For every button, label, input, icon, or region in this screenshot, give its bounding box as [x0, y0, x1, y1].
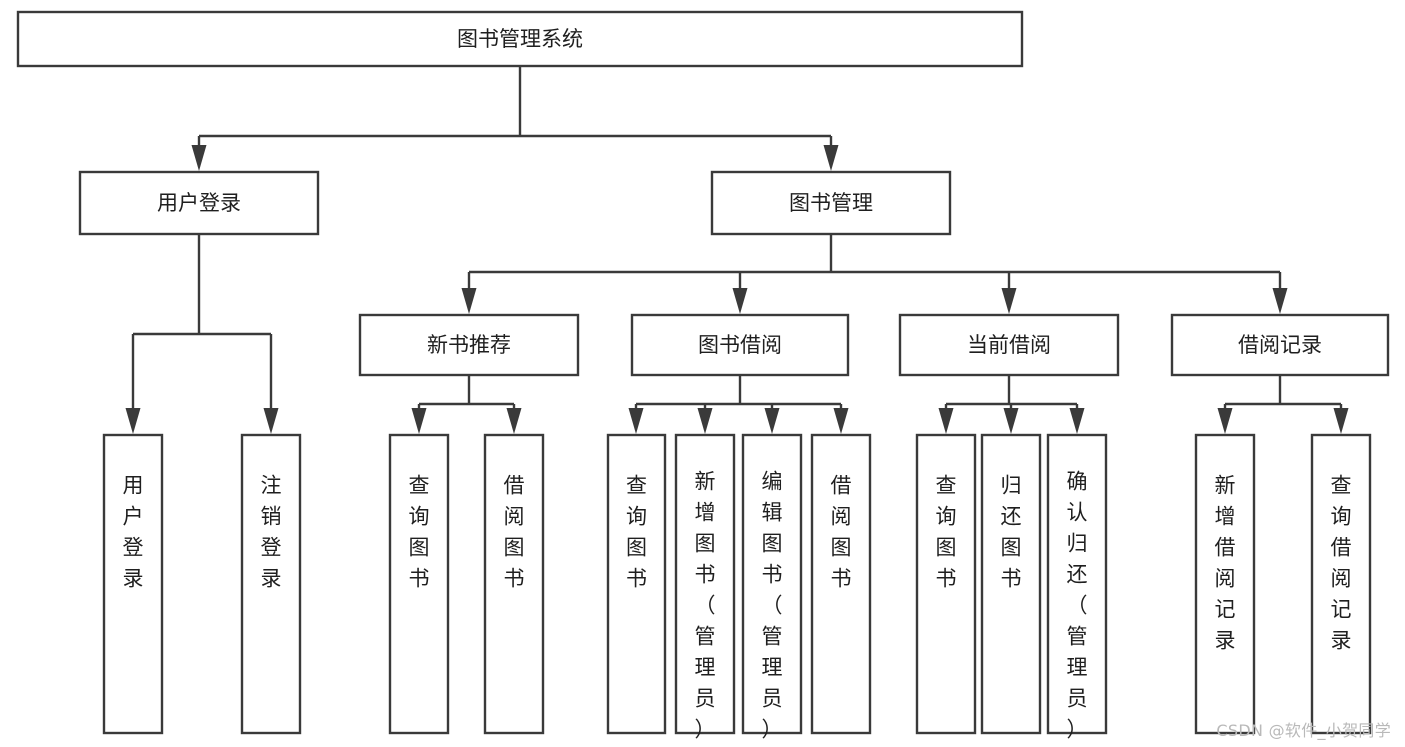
- node-rect[interactable]: [102, 433, 164, 735]
- node-root-图书管理系统[interactable]: 图书管理系统: [16, 10, 1024, 68]
- node-label: 查询图书: [626, 473, 647, 590]
- node-rect[interactable]: [388, 433, 450, 735]
- node-book-borrow[interactable]: 图书借阅: [630, 313, 850, 377]
- node-rect[interactable]: [1310, 433, 1372, 735]
- connector-current-borrow-bus: [938, 375, 1085, 434]
- arrow-head: [697, 408, 713, 434]
- node-label: 查询借阅记录: [1331, 473, 1352, 652]
- node-rect[interactable]: [710, 170, 952, 236]
- node-rect[interactable]: [1170, 313, 1390, 377]
- connector-borrow-record-bus: [1217, 375, 1349, 434]
- arrow-head: [1272, 288, 1288, 314]
- node-leaf-query-book-1[interactable]: 查询图书: [388, 433, 450, 735]
- arrow-head: [833, 408, 849, 434]
- node-label: 新增图书（管理员）: [695, 469, 716, 741]
- node-user-login[interactable]: 用户登录: [78, 170, 320, 236]
- node-rect[interactable]: [915, 433, 977, 735]
- arrow-head: [823, 145, 839, 171]
- node-borrow-record[interactable]: 借阅记录: [1170, 313, 1390, 377]
- node-rect[interactable]: [741, 433, 803, 735]
- arrow-head: [764, 408, 780, 434]
- connector-user-login-bus: [125, 234, 279, 434]
- arrow-head: [938, 408, 954, 434]
- arrow-head: [1001, 288, 1017, 314]
- node-rect[interactable]: [78, 170, 320, 236]
- arrow-head: [1069, 408, 1085, 434]
- node-label: 用户登录: [123, 473, 144, 590]
- node-label: 归还图书: [1001, 473, 1022, 590]
- node-leaf-user-logout[interactable]: 注销登录: [240, 433, 302, 735]
- node-rect[interactable]: [1046, 433, 1108, 735]
- node-rect[interactable]: [810, 433, 872, 735]
- node-label: 新书推荐: [427, 333, 511, 357]
- connector-new-book-rec-bus: [411, 375, 522, 434]
- node-rect[interactable]: [898, 313, 1120, 377]
- node-leaf-query-book-3[interactable]: 查询图书: [915, 433, 977, 735]
- node-label: 新增借阅记录: [1215, 473, 1236, 652]
- node-label: 图书管理: [789, 191, 873, 215]
- node-label: 用户登录: [157, 191, 241, 215]
- arrow-head: [628, 408, 644, 434]
- node-rect[interactable]: [240, 433, 302, 735]
- node-leaf-user-login[interactable]: 用户登录: [102, 433, 164, 735]
- arrow-head: [506, 408, 522, 434]
- node-leaf-add-record[interactable]: 新增借阅记录: [1194, 433, 1256, 735]
- connector-book-borrow-bus: [628, 375, 849, 434]
- arrow-head: [191, 145, 207, 171]
- node-leaf-confirm-return[interactable]: 确认归还（管理员）: [1046, 433, 1108, 741]
- node-rect[interactable]: [630, 313, 850, 377]
- node-rect[interactable]: [606, 433, 667, 735]
- node-leaf-borrow-book-1[interactable]: 借阅图书: [483, 433, 545, 735]
- node-rect[interactable]: [1194, 433, 1256, 735]
- node-leaf-query-book-2[interactable]: 查询图书: [606, 433, 667, 735]
- node-leaf-borrow-book-2[interactable]: 借阅图书: [810, 433, 872, 735]
- node-leaf-return-book[interactable]: 归还图书: [980, 433, 1042, 735]
- node-rect[interactable]: [980, 433, 1042, 735]
- node-label: 图书借阅: [698, 333, 782, 357]
- arrow-head: [1217, 408, 1233, 434]
- connector-root-bus: [191, 66, 839, 171]
- node-book-manage[interactable]: 图书管理: [710, 170, 952, 236]
- node-label: 借阅图书: [831, 473, 852, 590]
- node-label: 注销登录: [261, 473, 282, 590]
- node-leaf-add-book[interactable]: 新增图书（管理员）: [674, 433, 736, 741]
- node-label: 借阅记录: [1238, 333, 1322, 357]
- node-label: 查询图书: [409, 473, 430, 590]
- node-layer: 图书管理系统用户登录图书管理新书推荐图书借阅当前借阅借阅记录用户登录注销登录查询…: [16, 10, 1390, 741]
- arrow-head: [411, 408, 427, 434]
- connector-book-manage-bus: [461, 234, 1288, 314]
- connector-layer: [125, 66, 1349, 434]
- node-label: 借阅图书: [504, 473, 525, 590]
- node-label: 查询图书: [936, 473, 957, 590]
- node-leaf-query-record[interactable]: 查询借阅记录: [1310, 433, 1372, 735]
- arrow-head: [461, 288, 477, 314]
- node-label: 编辑图书（管理员）: [762, 469, 783, 741]
- node-new-book-rec[interactable]: 新书推荐: [358, 313, 580, 377]
- node-label: 确认归还（管理员）: [1067, 469, 1088, 741]
- arrow-head: [732, 288, 748, 314]
- node-rect[interactable]: [483, 433, 545, 735]
- node-label: 当前借阅: [967, 333, 1051, 357]
- arrow-head: [125, 408, 141, 434]
- node-rect[interactable]: [358, 313, 580, 377]
- node-label: 图书管理系统: [457, 27, 583, 51]
- arrow-head: [1003, 408, 1019, 434]
- node-current-borrow[interactable]: 当前借阅: [898, 313, 1120, 377]
- arrow-head: [263, 408, 279, 434]
- arrow-head: [1333, 408, 1349, 434]
- node-rect[interactable]: [16, 10, 1024, 68]
- node-rect[interactable]: [674, 433, 736, 735]
- node-leaf-edit-book[interactable]: 编辑图书（管理员）: [741, 433, 803, 741]
